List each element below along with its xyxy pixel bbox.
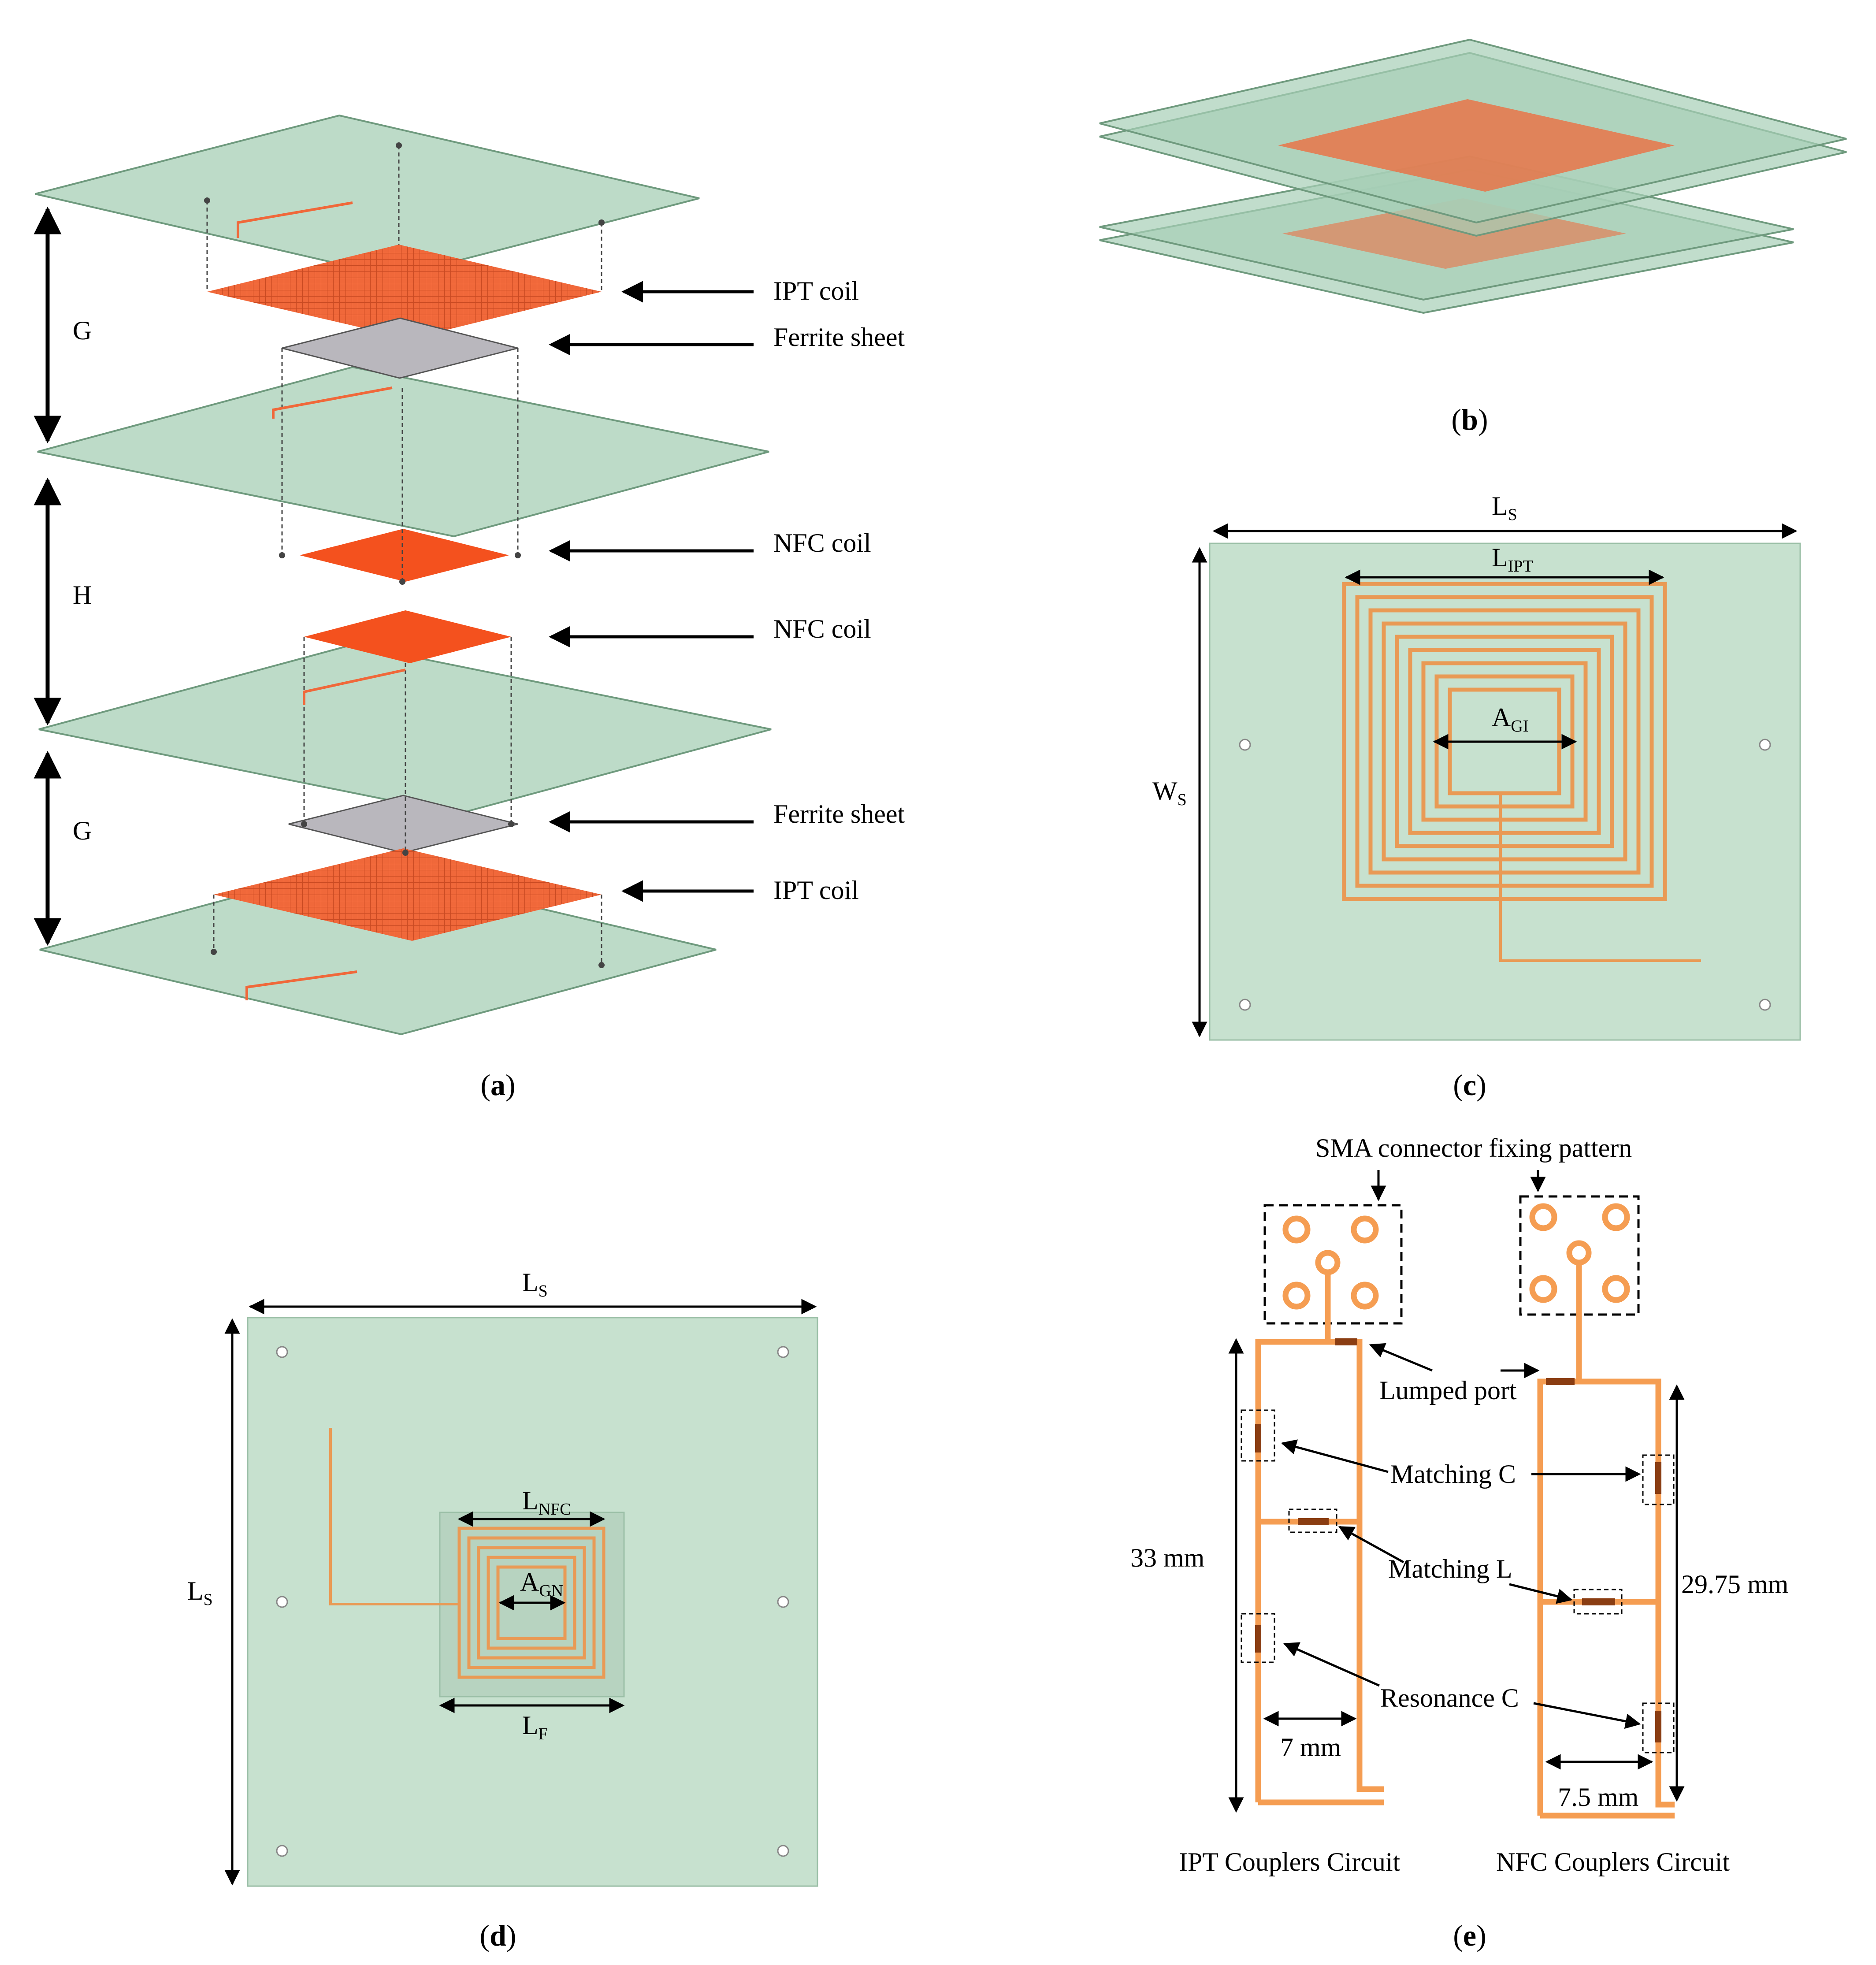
lumped-port-arrow-ipt xyxy=(1369,1343,1433,1372)
label-sma-connector: SMA connector fixing pattern xyxy=(1315,1133,1632,1163)
label-7mm: 7 mm xyxy=(1280,1733,1341,1762)
ferrite-sheet-bottom xyxy=(288,795,518,854)
matching-c-arrow-ipt xyxy=(1281,1439,1389,1473)
label-ferrite-sheet-bottom: Ferrite sheet xyxy=(773,799,905,828)
caption-b: (b) xyxy=(1451,403,1488,436)
label-33mm: 33 mm xyxy=(1130,1543,1204,1572)
assembly-guides xyxy=(206,145,602,965)
dim-g-bottom: G xyxy=(73,816,92,845)
label-ls-top: LS xyxy=(522,1268,548,1300)
label-ipt-coil-top: IPT coil xyxy=(773,276,859,305)
label-lipt: LIPT xyxy=(1492,543,1533,576)
assembly-guide-dots xyxy=(204,142,605,968)
resonance-c-arrow-nfc xyxy=(1533,1702,1641,1729)
label-ls-left: LS xyxy=(187,1576,213,1609)
dim-h: H xyxy=(73,580,92,609)
ipt-coil-bottom xyxy=(214,848,602,941)
label-lnfc: LNFC xyxy=(522,1486,571,1519)
label-ls: LS xyxy=(1492,491,1517,524)
matching-l-arrow-ipt xyxy=(1338,1526,1404,1564)
pcb-board-2 xyxy=(37,366,769,538)
panel-a: G H G IPT coil Ferrite sheet NFC coil NF… xyxy=(33,114,905,1102)
label-nfc-coil-bottom: NFC coil xyxy=(773,614,871,643)
sma-pattern-nfc xyxy=(1519,1195,1640,1316)
label-agn: AGN xyxy=(520,1568,563,1600)
nfc-circuit-traces xyxy=(1537,1264,1675,1819)
label-lumped-port: Lumped port xyxy=(1379,1376,1517,1405)
label-ferrite-sheet-top: Ferrite sheet xyxy=(773,323,905,352)
caption-d: (d) xyxy=(479,1919,516,1952)
nfc-mounting-holes xyxy=(276,1346,789,1857)
label-matching-l: Matching L xyxy=(1388,1554,1512,1583)
label-matching-c: Matching C xyxy=(1390,1460,1516,1489)
label-nfc-coil-top: NFC coil xyxy=(773,528,871,557)
nfc-coil-bottom xyxy=(304,610,511,663)
feed-traces xyxy=(237,201,406,1000)
label-agi: AGI xyxy=(1492,703,1528,735)
caption-c: (c) xyxy=(1453,1068,1486,1102)
label-2975mm: 29.75 mm xyxy=(1681,1570,1788,1599)
panel-b: (b) xyxy=(1099,38,1847,436)
panel-e: SMA connector fixing pattern Lumped port… xyxy=(1130,1133,1788,1952)
label-lf: LF xyxy=(522,1711,548,1743)
pcb-board-1 xyxy=(35,114,700,278)
ipt-circuit-traces xyxy=(1255,1274,1384,1805)
sma-pads xyxy=(1282,1203,1630,1310)
ipt-mounting-holes xyxy=(1239,739,1771,1011)
label-ipt-coil-bottom: IPT coil xyxy=(773,876,859,905)
panel-d: LS LS LNFC AGN LF (d) xyxy=(187,1268,818,1952)
dim-g-top: G xyxy=(73,316,92,345)
caption-a: (a) xyxy=(480,1068,515,1102)
label-nfc-couplers-circuit: NFC Couplers Circuit xyxy=(1496,1847,1730,1876)
stack-ipt-coil-upper xyxy=(1278,99,1675,192)
ipt-coil-top xyxy=(207,245,602,339)
panel-c: LS LIPT AGI WS (c) xyxy=(1152,491,1801,1102)
circuit-components xyxy=(1255,1338,1661,1742)
label-ws: WS xyxy=(1152,776,1187,809)
ferrite-sheet-top xyxy=(282,317,518,379)
ipt-feed-trace xyxy=(1499,793,1701,962)
label-resonance-c: Resonance C xyxy=(1380,1683,1519,1712)
nfc-feed-trace xyxy=(329,1428,459,1605)
nfc-coil-top xyxy=(300,529,509,582)
resonance-c-arrow-ipt xyxy=(1283,1642,1380,1687)
label-75mm: 7.5 mm xyxy=(1558,1783,1638,1812)
label-ipt-couplers-circuit: IPT Couplers Circuit xyxy=(1179,1847,1400,1876)
caption-e: (e) xyxy=(1453,1919,1486,1952)
matching-l-arrow-nfc xyxy=(1509,1583,1573,1604)
